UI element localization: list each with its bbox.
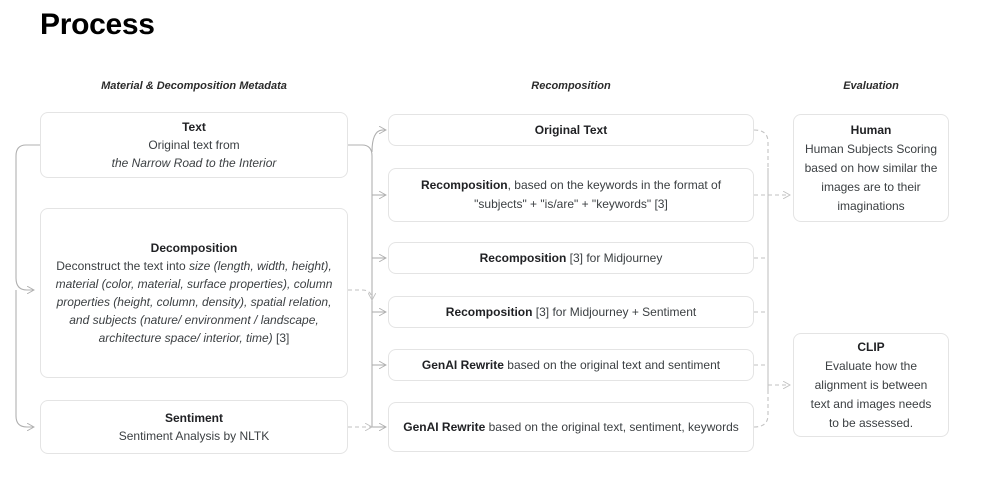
node-recomposition-keywords-rest: , based on the keywords in the format of… — [474, 178, 722, 211]
column-header-recomposition: Recomposition — [531, 80, 611, 92]
column-header-material: Material & Decomposition Metadata — [101, 80, 287, 92]
node-decomposition-detail: size (length, width, height), material (… — [55, 259, 333, 345]
node-decomposition-body: Deconstruct the text into size (length, … — [41, 257, 347, 347]
node-recomposition-midjourney-title: Recomposition — [479, 250, 567, 265]
node-sentiment[interactable]: Sentiment Sentiment Analysis by NLTK — [40, 400, 348, 454]
node-text[interactable]: Text Original text from the Narrow Road … — [40, 112, 348, 178]
node-rewrite-sentiment-body: GenAI Rewrite based on the original text… — [410, 356, 732, 375]
edge-text-to-sentiment — [15, 290, 34, 427]
node-rewrite-sentiment[interactable]: GenAI Rewrite based on the original text… — [388, 349, 754, 381]
node-text-line2: the Narrow Road to the Interior — [111, 156, 277, 170]
node-recomposition-midjourney[interactable]: Recomposition [3] for Midjourney — [388, 242, 754, 274]
node-recomposition-midjourney-sentiment-rest: [3] for Midjourney + Sentiment — [532, 304, 697, 319]
node-rewrite-keywords-body: GenAI Rewrite based on the original text… — [391, 418, 751, 437]
bus-left-to-mid — [348, 144, 373, 427]
node-recomposition-keywords[interactable]: Recomposition, based on the keywords in … — [388, 168, 754, 222]
column-header-evaluation: Evaluation — [843, 80, 899, 92]
node-decomposition-lead: Deconstruct the text into — [56, 259, 189, 273]
node-rewrite-keywords-rest: based on the original text, sentiment, k… — [485, 419, 739, 434]
node-clip-title: CLIP — [857, 339, 885, 354]
node-recomposition-midjourney-body: Recomposition [3] for Midjourney — [468, 249, 675, 268]
edge-original-text-out — [753, 129, 769, 168]
node-sentiment-body: Sentiment Analysis by NLTK — [118, 429, 270, 443]
node-original-text-title: Original Text — [534, 122, 608, 137]
node-text-line1: Original text from — [148, 138, 240, 152]
node-decomposition-ref: [3] — [272, 331, 290, 345]
node-recomposition-midjourney-rest: [3] for Midjourney — [566, 250, 663, 265]
node-decomposition[interactable]: Decomposition Deconstruct the text into … — [40, 208, 348, 378]
node-rewrite-keywords[interactable]: GenAI Rewrite based on the original text… — [388, 402, 754, 452]
edge-bus-original-text — [371, 130, 386, 153]
node-recomposition-keywords-body: Recomposition, based on the keywords in … — [389, 176, 753, 214]
node-decomposition-title: Decomposition — [150, 241, 238, 255]
edge-rewrite-keywords-out — [753, 390, 769, 428]
node-rewrite-keywords-title: GenAI Rewrite — [403, 419, 486, 434]
node-clip-body: Evaluate how the alignment is between te… — [810, 358, 932, 430]
node-human-body: Human Subjects Scoring based on how simi… — [804, 141, 938, 213]
node-rewrite-sentiment-rest: based on the original text and sentiment — [503, 357, 721, 372]
edge-decomposition-to-bus — [348, 289, 372, 300]
node-human-title: Human — [850, 122, 892, 137]
node-sentiment-title: Sentiment — [164, 411, 223, 425]
node-human[interactable]: Human Human Subjects Scoring based on ho… — [793, 114, 949, 222]
page-title: Process — [40, 8, 155, 41]
node-recomposition-midjourney-sentiment-body: Recomposition [3] for Midjourney + Senti… — [434, 303, 708, 322]
node-recomposition-keywords-title: Recomposition — [420, 178, 508, 192]
node-text-title: Text — [182, 120, 206, 134]
node-original-text-body: Original Text — [523, 121, 619, 140]
node-recomposition-midjourney-sentiment-title: Recomposition — [445, 304, 533, 319]
edge-text-to-decomposition — [15, 144, 40, 290]
node-recomposition-midjourney-sentiment[interactable]: Recomposition [3] for Midjourney + Senti… — [388, 296, 754, 328]
node-clip[interactable]: CLIP Evaluate how the alignment is betwe… — [793, 333, 949, 437]
node-rewrite-sentiment-title: GenAI Rewrite — [421, 357, 504, 372]
node-original-text[interactable]: Original Text — [388, 114, 754, 146]
